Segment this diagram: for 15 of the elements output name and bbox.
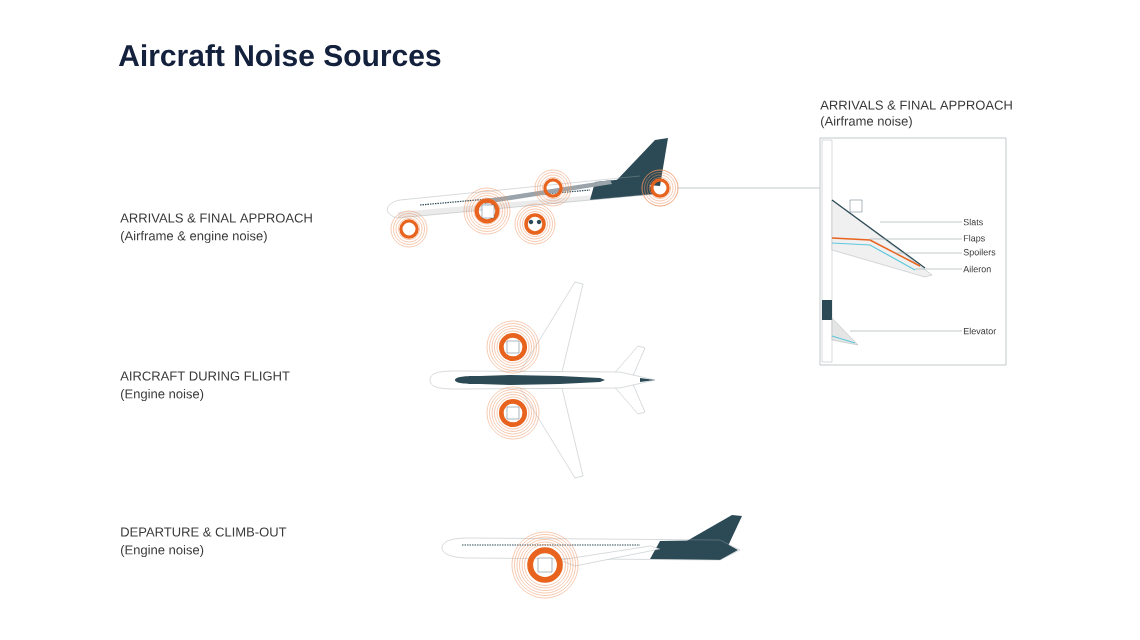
row-note: (Engine noise) <box>121 544 204 558</box>
row-note: (Airframe & engine noise) <box>121 230 267 244</box>
node-label: ARRIVALS & FINAL APPROACH <box>820 100 1012 110</box>
noise-ring-icon <box>641 169 679 207</box>
part-label: Slats <box>963 218 983 226</box>
title: Aircraft Noise Sources <box>118 44 441 67</box>
row-heading: AIRCRAFT DURING FLIGHT <box>120 371 290 381</box>
row-heading: ARRIVALS & FINAL APPROACH <box>120 213 312 223</box>
row-note: (Engine noise) <box>121 388 204 402</box>
part-label: Aileron <box>963 265 991 273</box>
part-label: Flaps <box>963 234 985 244</box>
node-label: (Airframe noise) <box>821 116 912 129</box>
part-label: Elevator <box>963 327 997 335</box>
part-label: Spoilers <box>963 248 996 258</box>
row-heading: DEPARTURE & CLIMB-OUT <box>121 527 287 537</box>
